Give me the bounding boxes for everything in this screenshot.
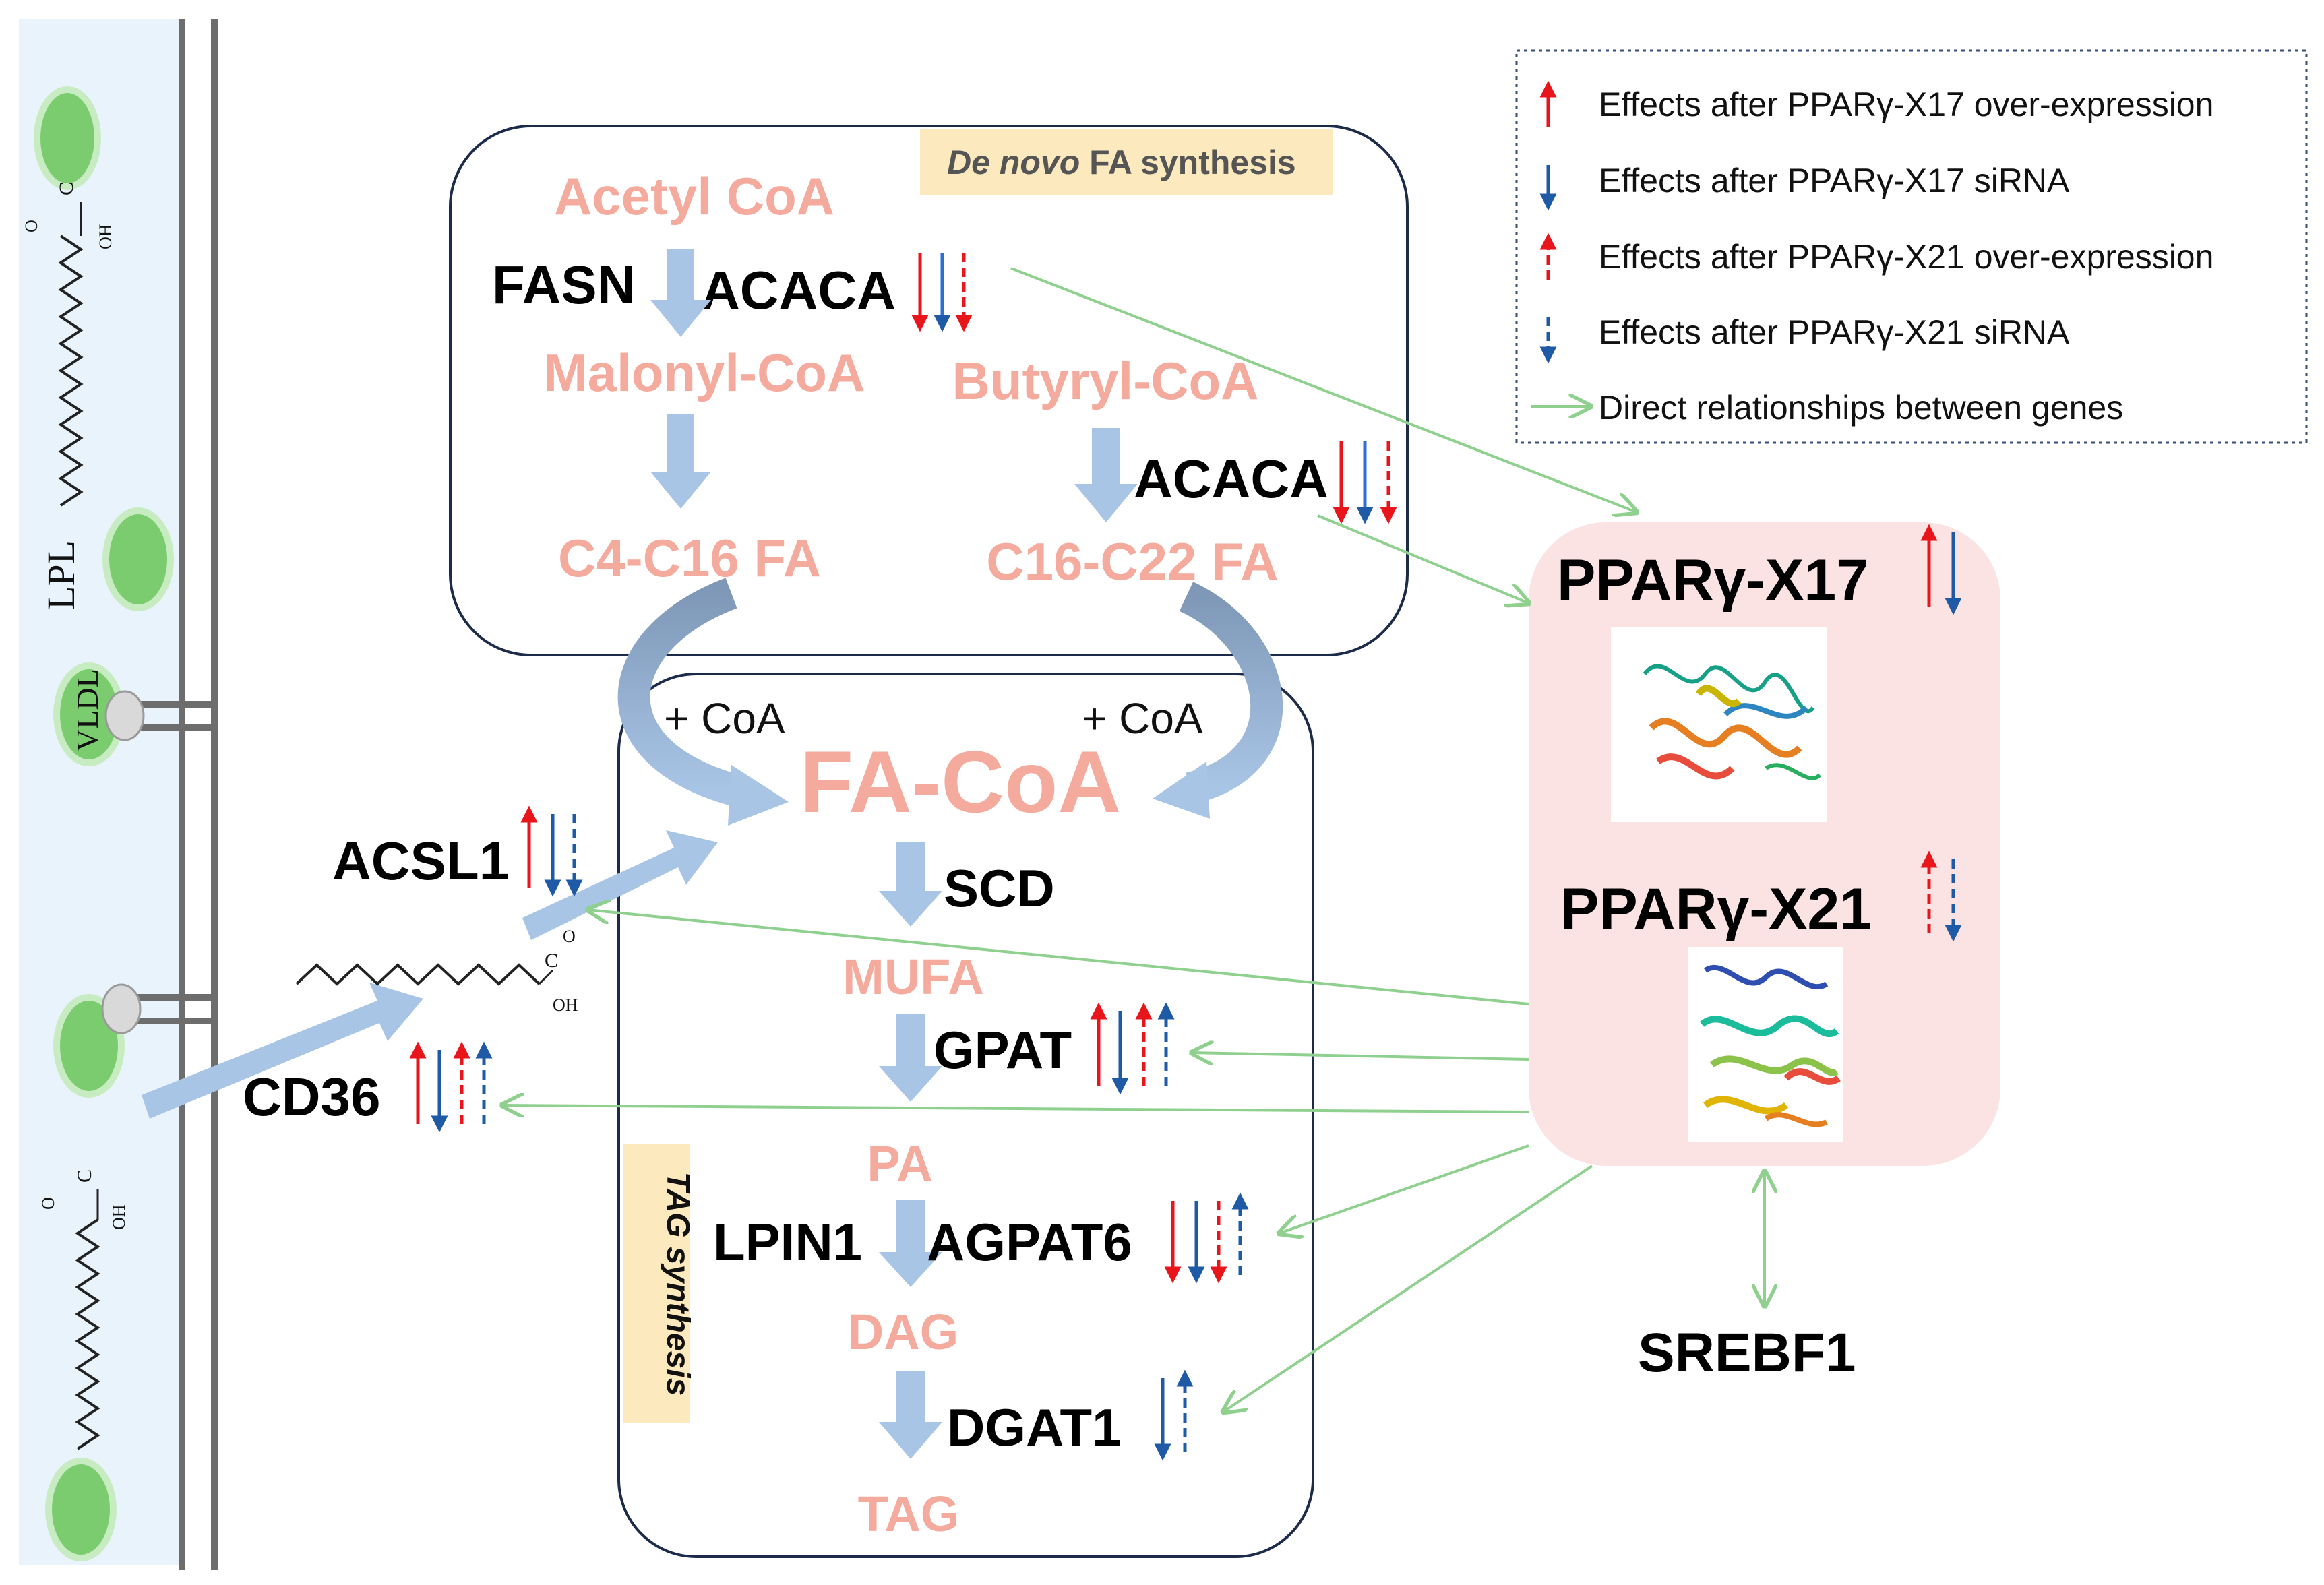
relation-ppar-to-gpat <box>1192 1053 1529 1059</box>
relation-acaca-to-ppar-x17 <box>1010 267 1637 512</box>
carboxyl-o-lower: O <box>38 1197 58 1210</box>
cd36-gene-label: CD36 <box>243 1067 381 1127</box>
tag-synthesis-box: TAG synthesis + CoA + CoA FA-CoA SCD MUF… <box>617 578 1314 1558</box>
ppar-x17-structure-image <box>1611 627 1827 822</box>
legend-item-label: Effects after PPARγ-X21 over-expression <box>1599 238 2213 276</box>
relation-ppar-to-dgat1 <box>1223 1164 1593 1412</box>
carboxyl-oh-lower: OH <box>109 1204 129 1230</box>
flow-arrow-facoa-mufa <box>879 842 942 927</box>
legend-box <box>1515 49 2308 444</box>
denovo-title: De novo FA synthesis <box>947 144 1296 181</box>
acsl1-gene-label: ACSL1 <box>332 831 509 891</box>
tag-label: TAG <box>858 1486 960 1542</box>
free-fa-hydroxyl: OH <box>553 995 578 1015</box>
dgat1-gene-label: DGAT1 <box>947 1398 1122 1457</box>
legend: Effects after PPARγ-X17 over-expression … <box>1515 49 2308 444</box>
agpat6-gene-label: AGPAT6 <box>927 1212 1132 1272</box>
flow-arrow-dag-tag <box>879 1371 942 1459</box>
ppar-x17-label: PPARγ-X17 <box>1557 548 1868 613</box>
fatty-acid-transport: C O OH ACSL1 CD36 <box>142 830 718 1127</box>
carboxyl-o-upper: O <box>22 220 41 232</box>
free-fa-oxygen: O <box>563 927 576 946</box>
free-fa-carboxyl-bond <box>538 969 554 985</box>
carboxyl-oh-upper: OH <box>96 224 115 249</box>
c16-c22-fa-label: C16-C22 FA <box>986 532 1279 591</box>
tag-title-background <box>623 1144 690 1423</box>
tag-box-frame <box>617 673 1314 1558</box>
ppar-x21-label: PPARγ-X21 <box>1560 877 1872 941</box>
lpin1-gene-label: LPIN1 <box>713 1212 862 1272</box>
c4-c16-fa-label: C4-C16 FA <box>558 528 821 588</box>
relation-acaca2-to-ppar-x17 <box>1317 514 1529 603</box>
lipoprotein-droplet-1 <box>34 86 101 190</box>
curve-arrow-c4-to-facoa <box>617 578 745 808</box>
carboxyl-c-upper: C <box>55 182 78 195</box>
flow-arrow-malonyl-c4 <box>650 414 711 509</box>
curve-arrow-head-right <box>1153 762 1210 819</box>
ppar-region: PPARγ-X17 PPARγ-X21 SREBF1 <box>1529 522 2000 1384</box>
lipoprotein-droplet-4 <box>45 1458 117 1561</box>
fatty-acid-chain-lower <box>75 1218 100 1450</box>
denovo-synthesis-box: De novo FA synthesis Acetyl CoA Malonyl-… <box>449 125 1409 656</box>
malonyl-coa-label: Malonyl-CoA <box>544 343 865 402</box>
vldl-label: VLDL <box>70 669 104 751</box>
effect-indicators <box>409 253 1962 1461</box>
flow-arrow-acetyl-malonyl <box>650 249 711 337</box>
vldl-receptor-knob-bottom <box>101 983 142 1034</box>
gene-relationships <box>502 267 1765 1412</box>
scd-gene-label: SCD <box>944 859 1055 918</box>
free-fatty-acid-chain <box>295 963 541 986</box>
vldl-receptor-knob-top <box>104 690 145 741</box>
flow-arrow-acsl1 <box>522 830 718 940</box>
dag-label: DAG <box>848 1304 958 1360</box>
flow-arrow-mufa-pa <box>879 1014 942 1102</box>
pa-label: PA <box>867 1136 932 1191</box>
mufa-label: MUFA <box>843 949 984 1005</box>
legend-item-label: Effects after PPARγ-X17 siRNA <box>1599 162 2070 199</box>
tag-synthesis-title: TAG synthesis <box>660 1172 696 1396</box>
flow-arrow-butyryl-c16 <box>1074 428 1138 522</box>
curve-arrow-head-left <box>728 765 789 826</box>
relation-ppar-to-agpat6 <box>1279 1144 1529 1233</box>
srebf1-gene-label: SREBF1 <box>1638 1322 1856 1384</box>
carboxyl-c-lower: C <box>73 1169 96 1183</box>
butyryl-coa-label: Butyryl-CoA <box>952 351 1258 410</box>
ppar-x21-structure-image <box>1688 947 1843 1142</box>
flow-arrow-uptake <box>142 983 423 1119</box>
fasn-gene-label: FASN <box>492 255 636 315</box>
coa-label-left: + CoA <box>664 694 785 743</box>
flow-arrow-pa-dag <box>879 1200 942 1287</box>
receptor-arm-bottom <box>128 994 214 1024</box>
relation-ppar-to-cd36 <box>502 1105 1529 1112</box>
acetyl-coa-label: Acetyl CoA <box>554 166 834 226</box>
denovo-title-background <box>920 129 1333 195</box>
receptor-channel-top <box>182 701 214 731</box>
legend-item-label: Direct relationships between genes <box>1599 389 2123 427</box>
acaca-gene-label-1: ACACA <box>701 260 896 320</box>
coa-label-right: + CoA <box>1082 694 1203 743</box>
lipoprotein-droplet-2 <box>102 507 174 611</box>
acaca-gene-label-2: ACACA <box>1134 449 1328 509</box>
relation-ppar-to-acsl1 <box>588 910 1529 1005</box>
extracellular-background <box>19 19 181 1565</box>
fatty-acid-chain-upper <box>58 235 84 507</box>
free-fa-carbon: C <box>545 950 558 972</box>
legend-item-label: Effects after PPARγ-X17 over-expression <box>1599 86 2213 123</box>
legend-item-label: Effects after PPARγ-X21 siRNA <box>1599 313 2070 351</box>
fa-coa-label: FA-CoA <box>800 733 1122 831</box>
gpat-gene-label: GPAT <box>934 1020 1072 1080</box>
lpl-label: LPL <box>39 540 83 610</box>
cell-membrane-region: C O OH C O OH LPL VLDL <box>19 19 218 1570</box>
curve-arrow-c16-to-facoa <box>1179 582 1283 805</box>
